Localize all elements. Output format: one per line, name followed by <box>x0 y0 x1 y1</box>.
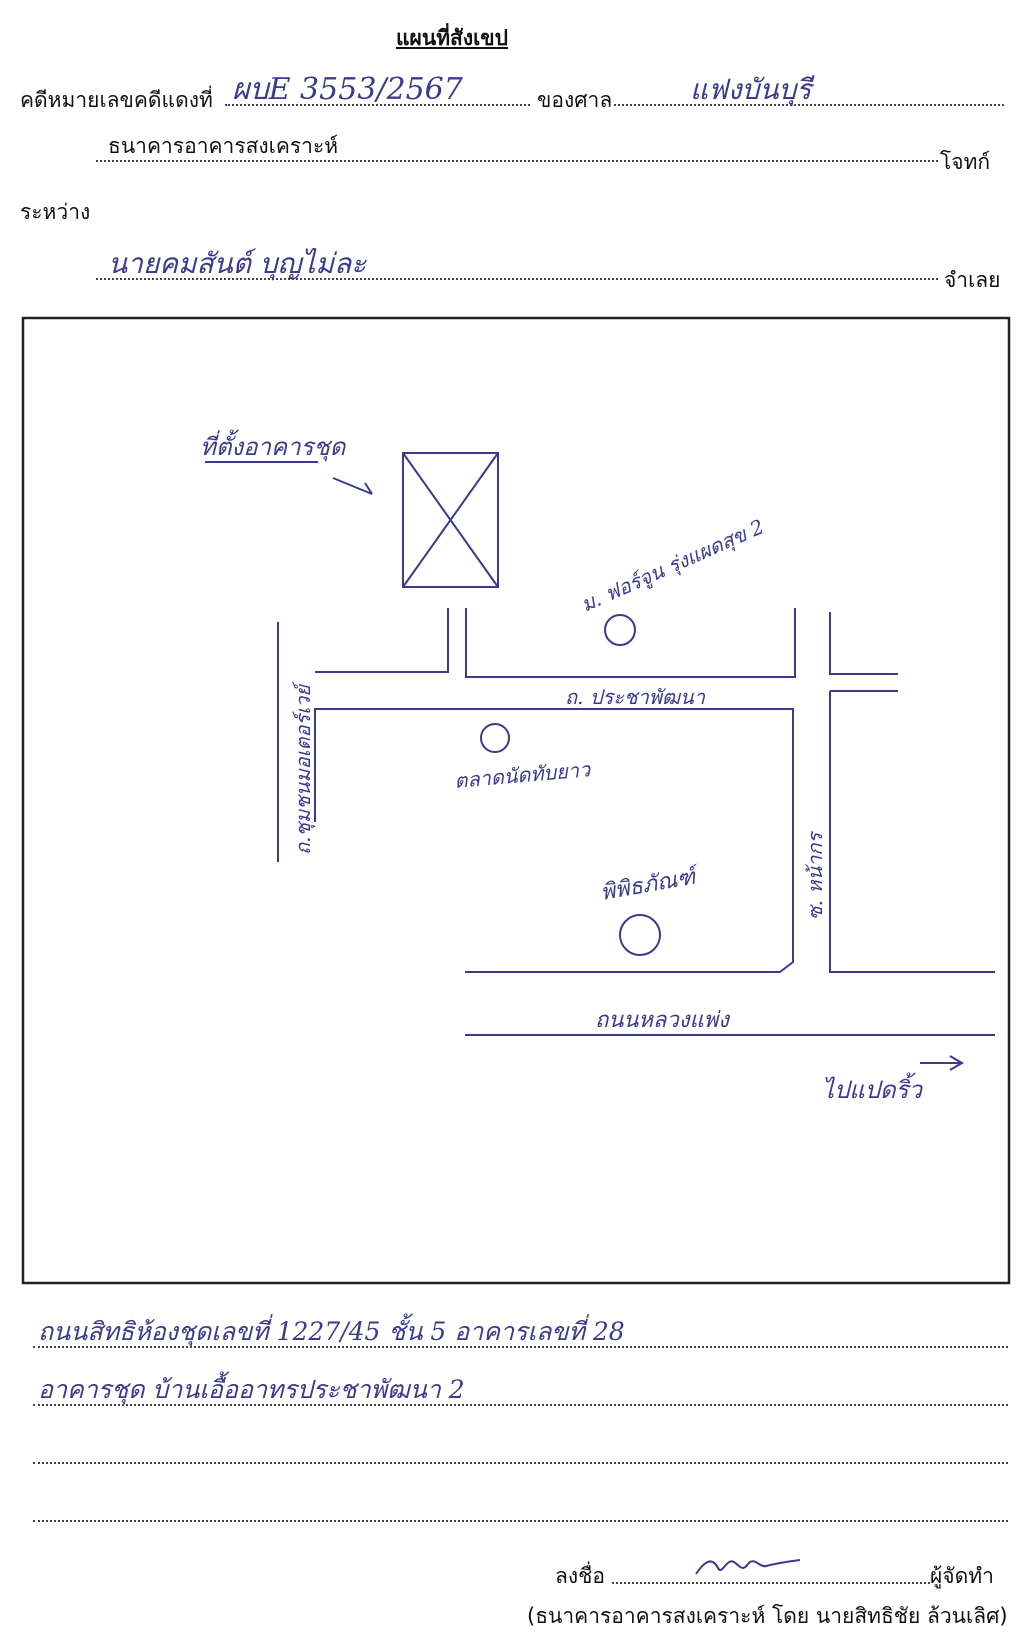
map-frame <box>21 316 1011 1285</box>
soi-label: ซ. หน้ากร <box>803 831 827 920</box>
defendant-name: นายคมสันต์ บุญไม่ละ <box>108 247 367 280</box>
plaintiff-label: โจทก์ <box>940 150 991 174</box>
between-label: ระหว่าง <box>20 200 91 224</box>
case-number-label: คดีหมายเลขคดีแดงที่ <box>20 88 213 112</box>
note-line-2: อาคารชุด บ้านเอื้ออาทรประชาพัฒนา 2 <box>38 1375 465 1404</box>
maker-label: ผู้จัดทำ <box>930 1564 994 1588</box>
sign-label: ลงชื่อ <box>555 1564 605 1588</box>
museum-label: พิพิธภัณฑ์ <box>599 863 703 906</box>
case-number-line <box>225 104 530 106</box>
note-line-1: ถนนสิทธิห้องชุดเลขที่ 1227/45 ชั้น 5 อาค… <box>38 1317 625 1346</box>
road-prachaphatthana-label: ถ. ประชาพัฒนา <box>565 685 706 709</box>
court-label: ของศาล <box>537 88 613 112</box>
property-building-marker <box>402 452 499 588</box>
property-label: ที่ตั้งอาคารชุด <box>200 429 347 462</box>
market-marker <box>480 723 510 753</box>
case-number-value: ผบE 3553/2567 <box>232 72 463 107</box>
museum-marker <box>619 914 661 956</box>
plaintiff-line <box>96 160 938 162</box>
court-name-value: แฟงบันบุรี <box>690 73 812 106</box>
sketch-map: ที่ตั้งอาคารชุด ม. ฟอร์จูน รุ่งแผดสุข 2 … <box>21 316 1011 1285</box>
market-label: ตลาดนัดทับยาว <box>453 757 593 793</box>
signature-scribble <box>695 1559 801 1575</box>
property-arrow <box>332 477 373 495</box>
village-marker <box>604 614 636 646</box>
court-line <box>614 104 1004 106</box>
main-road-label: ถนนหลวงแพ่ง <box>595 1008 731 1033</box>
note-dotted-line-1 <box>33 1346 1008 1348</box>
note-dotted-line-2 <box>33 1404 1008 1406</box>
note-dotted-line-4 <box>33 1520 1008 1522</box>
direction-label: ไปแปดริ้ว <box>822 1072 923 1104</box>
community-road-label: ถ.ชุมชนมอเตอร์เวย์ <box>291 681 316 855</box>
village-label: ม. ฟอร์จูน รุ่งแผดสุข 2 <box>577 514 768 617</box>
plaintiff-name: ธนาคารอาคารสงเคราะห์ <box>108 134 339 158</box>
road-lines <box>277 608 995 1071</box>
defendant-label: จำเลย <box>944 268 1001 292</box>
defendant-line <box>96 278 938 280</box>
note-dotted-line-3 <box>33 1462 1008 1464</box>
maker-name: (ธนาคารอาคารสงเคราะห์ โดย นายสิทธิชัย ล้… <box>527 1604 1008 1628</box>
page-title: แผนที่สังเขป <box>396 26 508 50</box>
signature-line <box>612 1582 930 1584</box>
